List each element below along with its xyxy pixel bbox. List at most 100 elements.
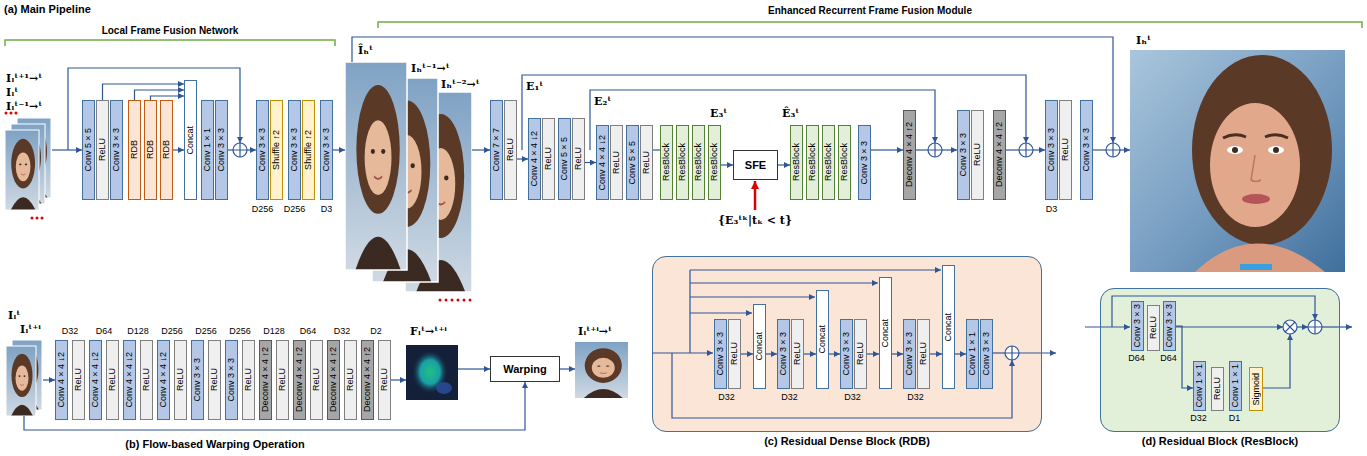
wire — [871, 149, 903, 150]
layer-name: ReLU — [176, 368, 185, 391]
layer-name: ReLU — [312, 368, 321, 391]
conv-layer: Conv 1×1 — [966, 319, 979, 389]
relu-layer: ReLU — [140, 340, 153, 420]
dot — [457, 299, 460, 302]
section-bracket — [378, 22, 1362, 28]
eye — [1227, 146, 1243, 154]
layer-name: Conv 3×3 — [1047, 128, 1056, 172]
layer-name: ResBlock — [678, 143, 687, 181]
conv-layer: Conv 3×3 — [191, 340, 204, 420]
resblock: ResBlock — [660, 125, 673, 200]
sum-cross — [1019, 143, 1033, 157]
section-bracket — [5, 40, 335, 46]
relu-layer: ReLU — [542, 118, 555, 200]
conv-layer: Conv 3×3 — [840, 319, 853, 389]
channel-dim: D256 — [284, 204, 306, 215]
layer-name: Conv 3×3 — [905, 332, 914, 376]
frame-border — [5, 130, 39, 210]
conv-layer: Conv 3×3 — [903, 319, 916, 389]
ellipsis-dots — [5, 112, 44, 220]
conv-layer: Conv 3×3 — [1163, 301, 1176, 351]
layer-name: Conv 3×3 — [842, 332, 851, 376]
layer-name: Concat — [755, 332, 764, 361]
layer-name: ReLU — [856, 342, 865, 365]
shoulders — [1195, 244, 1325, 273]
wire — [1093, 149, 1106, 150]
tensor-label: E₃ᵗ — [710, 107, 727, 120]
product-cross — [1285, 322, 1295, 332]
channel-dim: D32 — [907, 392, 924, 403]
layer-name: Concat — [818, 325, 827, 354]
sum-circle — [1019, 143, 1033, 157]
brow — [1223, 135, 1246, 138]
tensor-label: Iₗᵗ⁻¹→ᵗ — [6, 100, 42, 113]
channel-dim: D3 — [1046, 204, 1058, 215]
wire — [43, 379, 55, 380]
conv-layer: Conv 3×3 — [714, 319, 727, 389]
layer-name: Deconv 4×4 ↑2 — [363, 347, 372, 412]
conv-layer: Conv 3×3 — [1131, 301, 1144, 351]
tensor-label: Iₗᵗ⁺ⁱ — [20, 323, 41, 336]
tensor-label: {E₃ᵗᵏ|tₖ < t} — [718, 214, 792, 227]
layer-name: Conv 3×3 — [290, 128, 299, 172]
layer-name: Conv 3×3 — [779, 332, 788, 376]
relu-layer: ReLU — [276, 340, 289, 420]
channel-dim: D256 — [195, 326, 217, 337]
layer-name: ReLU — [380, 368, 389, 391]
connector-arrow — [585, 162, 596, 163]
channel-dim: D256 — [229, 326, 251, 337]
layer-name: Conv 3×3 — [1133, 304, 1142, 348]
layer-name: Sigmoid — [1252, 373, 1261, 406]
sum-circle — [928, 143, 942, 157]
rdb-block: RDB — [144, 100, 157, 200]
dot — [463, 299, 466, 302]
sum-circle — [1106, 143, 1120, 157]
channel-dim: D32 — [334, 326, 351, 337]
product-circle — [1283, 320, 1297, 334]
connector-arrow — [135, 90, 185, 100]
conv-layer: Conv 1×1 — [1229, 361, 1242, 411]
resblock: ResBlock — [838, 125, 851, 200]
layer-name: Concat — [881, 319, 890, 348]
dot — [439, 299, 442, 302]
layer-name: Concat — [186, 126, 195, 155]
wire — [391, 379, 406, 380]
layer-name: ResBlock — [808, 143, 817, 181]
rdb-block: RDB — [128, 100, 141, 200]
concat-layer: Concat — [753, 304, 766, 389]
conv-layer: Conv 4×4 ↓2 — [55, 340, 68, 420]
layer-name: Conv 3×3 — [860, 141, 869, 185]
layer-name: Conv 5×5 — [628, 141, 637, 185]
concat-layer: Concat — [184, 80, 197, 200]
connector-arrow — [804, 353, 816, 354]
layer-name: ReLU — [98, 138, 107, 161]
connector-arrow — [867, 353, 879, 354]
section-title: (b) Flow-based Warping Operation — [125, 438, 304, 451]
conv-layer: Conv 3×3 — [256, 100, 269, 200]
layer-name: ReLU — [730, 342, 739, 365]
layer-name: Conv 4×4 ↓2 — [57, 352, 66, 408]
concat-layer: Concat — [816, 290, 829, 389]
layer-name: ReLU — [612, 151, 621, 174]
tensor-label: Iₗᵗ⁺¹→ᵗ — [6, 72, 42, 85]
conv-layer: Conv 1×1 — [1193, 361, 1206, 411]
sum-circle — [1005, 346, 1019, 360]
layer-name: ReLU — [1149, 316, 1158, 339]
layer-name: ResBlock — [694, 143, 703, 181]
layer-name: ReLU — [278, 368, 287, 391]
channel-dim: D32 — [781, 392, 798, 403]
layer-name: ResBlock — [662, 143, 671, 181]
bracket-title: Enhanced Recurrent Frame Fusion Module — [768, 5, 972, 17]
wire — [1322, 326, 1352, 327]
eye — [1268, 146, 1284, 154]
frame-border — [345, 62, 407, 270]
dense-wire — [690, 282, 878, 283]
rdb-block: RDB — [160, 100, 173, 200]
wires — [652, 270, 1056, 418]
rdb-panel-ground — [652, 256, 1042, 432]
resblock: ResBlock — [708, 125, 721, 200]
layer-name: ReLU — [793, 342, 802, 365]
relu-layer: ReLU — [504, 100, 517, 200]
relu-layer: ReLU — [572, 118, 585, 200]
channel-dim: D64 — [1128, 353, 1145, 364]
